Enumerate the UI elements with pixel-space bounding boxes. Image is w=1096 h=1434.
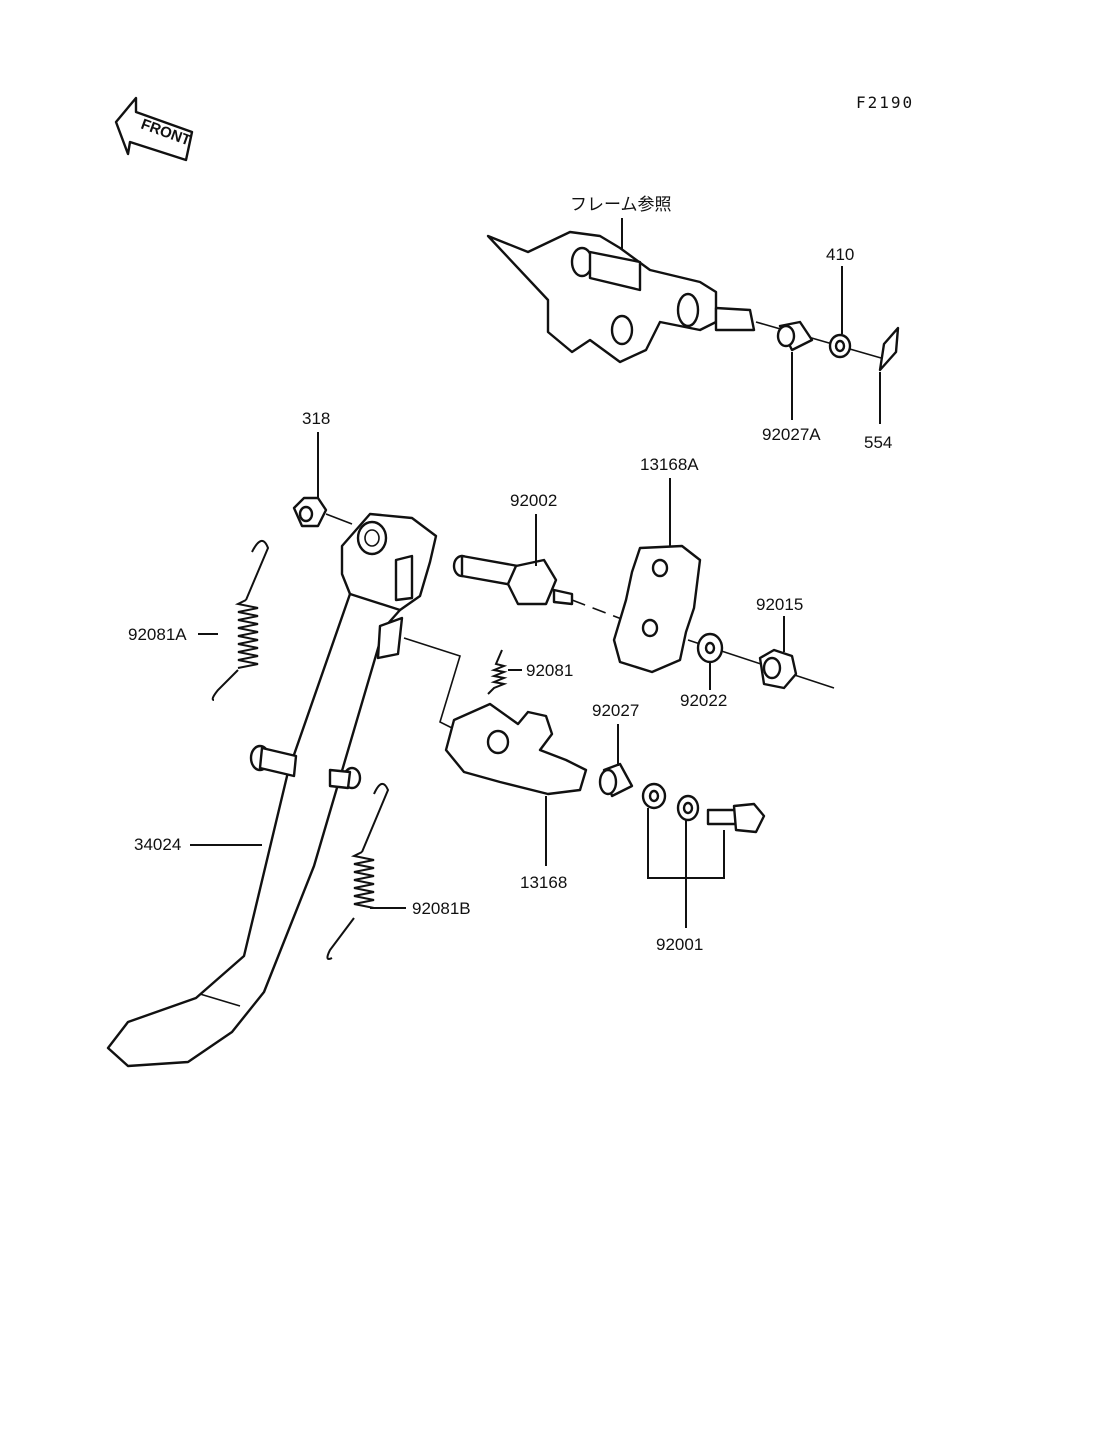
- part-label-92001: 92001: [656, 935, 703, 954]
- washer-92001-a: [641, 782, 667, 810]
- collar-92027: [598, 762, 634, 798]
- front-arrow-icon: FRONT: [114, 96, 194, 162]
- part-label-92081: 92081: [526, 661, 573, 680]
- nut-92015: [758, 648, 798, 690]
- part-label-13168: 13168: [520, 873, 567, 892]
- washer-410: [828, 333, 852, 359]
- nut-318: [292, 496, 328, 528]
- part-label-34024: 34024: [134, 835, 181, 854]
- side-stand-34024: [106, 512, 438, 1068]
- figure-code: F2190: [856, 93, 914, 112]
- washer-92001-b: [676, 794, 700, 822]
- frame-reference-label: フレーム参照: [570, 195, 672, 214]
- part-label-13168A: 13168A: [640, 455, 699, 474]
- part-label-92022: 92022: [680, 691, 727, 710]
- part-label-92081B: 92081B: [412, 899, 471, 918]
- collar-92027A: [776, 320, 814, 352]
- bolt-92002: [452, 554, 574, 606]
- part-label-92002: 92002: [510, 491, 557, 510]
- part-label-92015: 92015: [756, 595, 803, 614]
- spring-92081B: [326, 783, 390, 960]
- part-label-92081A: 92081A: [128, 625, 187, 644]
- part-label-554: 554: [864, 433, 892, 452]
- cotter-pin-554: [878, 326, 900, 372]
- bolt-92001: [706, 802, 766, 834]
- bracket-13168: [444, 702, 588, 796]
- part-label-92027: 92027: [592, 701, 639, 720]
- plate-13168A: [612, 544, 702, 674]
- washer-92022: [696, 632, 724, 664]
- part-label-410: 410: [826, 245, 854, 264]
- part-label-318: 318: [302, 409, 330, 428]
- spring-92081A: [211, 540, 270, 701]
- part-label-92027A: 92027A: [762, 425, 821, 444]
- spring-92081: [487, 649, 508, 695]
- frame-bracket: [486, 230, 756, 364]
